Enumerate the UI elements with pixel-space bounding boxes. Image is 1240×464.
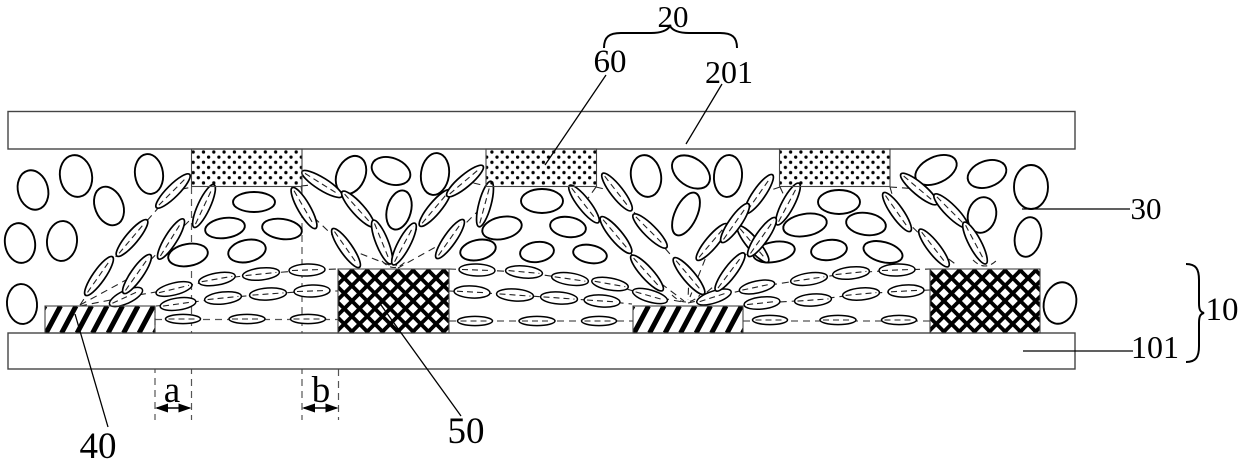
svg-text:10: 10 bbox=[1206, 292, 1239, 328]
svg-text:40: 40 bbox=[80, 426, 117, 459]
svg-text:201: 201 bbox=[705, 54, 753, 90]
svg-text:60: 60 bbox=[594, 44, 627, 80]
svg-text:101: 101 bbox=[1131, 329, 1179, 365]
svg-text:a: a bbox=[164, 370, 180, 411]
svg-text:b: b bbox=[312, 370, 331, 411]
svg-text:20: 20 bbox=[658, 0, 689, 34]
svg-text:50: 50 bbox=[448, 411, 485, 452]
svg-text:30: 30 bbox=[1131, 191, 1162, 226]
